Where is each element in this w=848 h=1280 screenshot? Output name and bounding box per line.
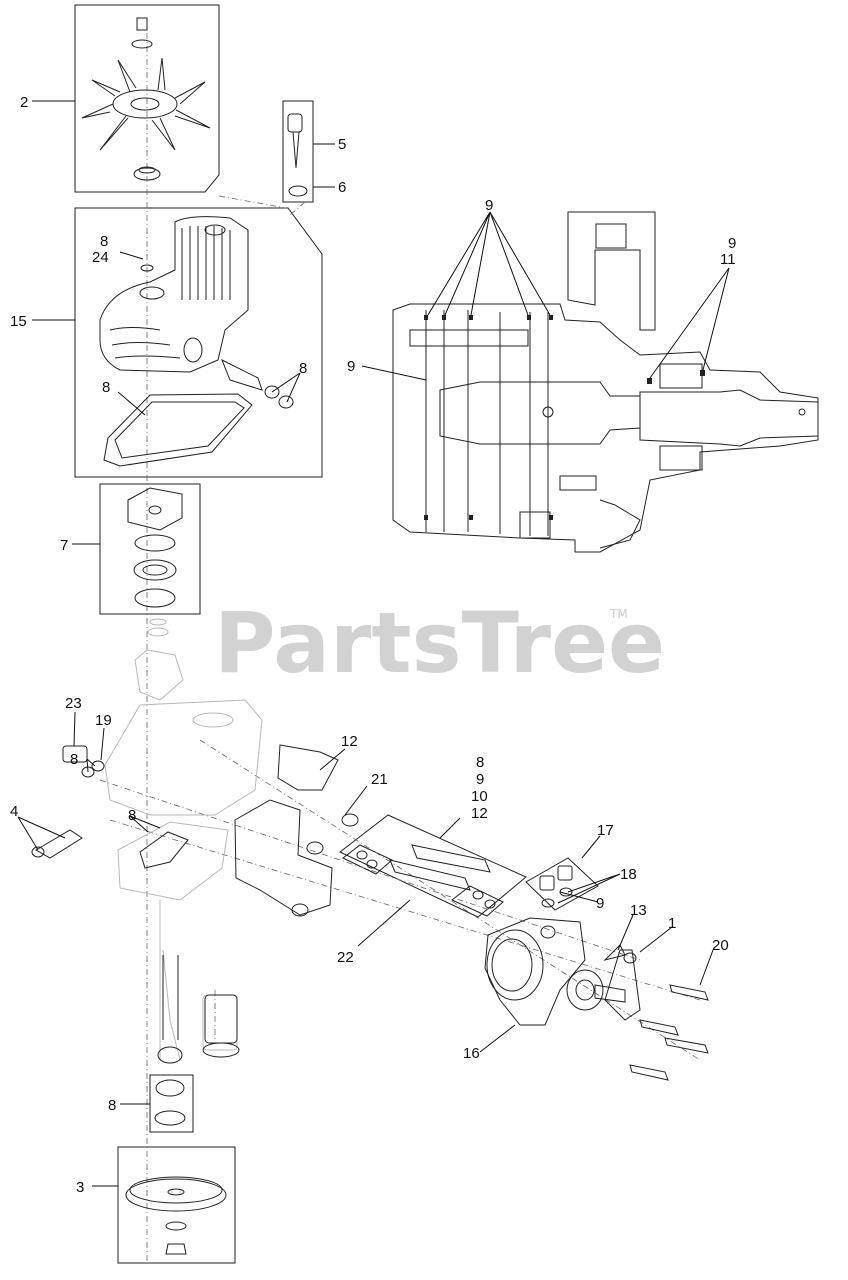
input-shaft: [157, 955, 183, 1064]
case-gasket: [139, 831, 189, 869]
callout-6: 6: [338, 179, 346, 196]
callout-9-kit: 9: [476, 771, 484, 788]
callout-24: 24: [92, 249, 109, 266]
callout-2: 2: [20, 94, 28, 111]
watermark-trademark: TM: [609, 607, 628, 621]
oil-filter: [202, 994, 240, 1058]
callout-15: 15: [10, 313, 27, 330]
callout-12-kit: 12: [471, 805, 488, 822]
cross-section-view: [392, 211, 819, 553]
drive-pulley: [125, 1176, 227, 1255]
callout-9-valve: 9: [596, 895, 604, 912]
axle-line-b: [109, 819, 701, 1001]
callout-7: 7: [60, 537, 68, 554]
bypass-arm: [31, 829, 83, 859]
motor-bolts: [629, 984, 709, 1081]
center-section: [234, 744, 359, 917]
axle-line-a: [99, 779, 641, 961]
callout-22: 22: [337, 949, 354, 966]
dipstick-line: [289, 201, 306, 216]
callout-10: 10: [471, 788, 488, 805]
check-valves: [356, 844, 496, 909]
leader-lines: [17, 100, 730, 1187]
callout-19: 19: [95, 712, 112, 729]
callout-20: 20: [712, 937, 729, 954]
callout-8-seal-kit: 8: [108, 1097, 116, 1114]
callout-11: 11: [720, 251, 736, 268]
callout-8-housing-top: 8: [100, 233, 108, 250]
callout-18: 18: [620, 866, 637, 883]
bearing-group-box: [99, 483, 201, 615]
seal-kit-outline: [339, 814, 527, 918]
callout-9-right: 9: [728, 235, 736, 252]
valve-plugs: [539, 865, 573, 908]
seal-kit-box: [149, 1074, 194, 1133]
pulley-group-box: [117, 1146, 236, 1264]
callout-labels: 2 5 6 8 24 15 8 8 7 9 9 11 9 23 19 12 8 …: [10, 94, 736, 1196]
hydraulic-motor: [484, 917, 626, 1026]
callout-8-seals: 8: [299, 360, 307, 377]
callout-21: 21: [371, 771, 388, 788]
callout-9-top: 9: [485, 197, 493, 214]
callout-16: 16: [463, 1045, 480, 1062]
control-arm: [603, 944, 641, 1021]
callout-9-left: 9: [347, 358, 355, 375]
dipstick-group-box: [282, 100, 314, 203]
thrust-bearing: [127, 487, 183, 608]
check-valve-box-right: [451, 885, 504, 917]
callout-17: 17: [597, 822, 614, 839]
fan-group-box: [74, 4, 220, 193]
valve-kit-box: [525, 857, 599, 911]
callout-3: 3: [76, 1179, 84, 1196]
watermark-text: PartsTree: [214, 594, 665, 692]
housing-group-box: [74, 207, 323, 478]
check-valve-box-left: [342, 844, 393, 875]
callout-8-gasket: 8: [102, 379, 110, 396]
callout-4: 4: [10, 803, 18, 820]
dipstick: [287, 113, 308, 197]
callout-8-kit: 8: [476, 754, 484, 771]
callout-1: 1: [668, 915, 676, 932]
callout-5: 5: [338, 136, 346, 153]
main-case-faint: [104, 618, 263, 1061]
callout-12-top: 12: [341, 733, 358, 750]
callout-23: 23: [65, 695, 82, 712]
callout-13: 13: [630, 902, 647, 919]
callout-8-valve: 8: [70, 751, 78, 768]
fan-to-housing-line: [218, 195, 287, 209]
axle-line-c: [199, 739, 701, 1061]
shaft-seal-kit: [154, 1079, 186, 1126]
callout-8-case: 8: [128, 807, 136, 824]
cooling-fan: [81, 17, 211, 181]
transmission-housing: [99, 216, 294, 467]
